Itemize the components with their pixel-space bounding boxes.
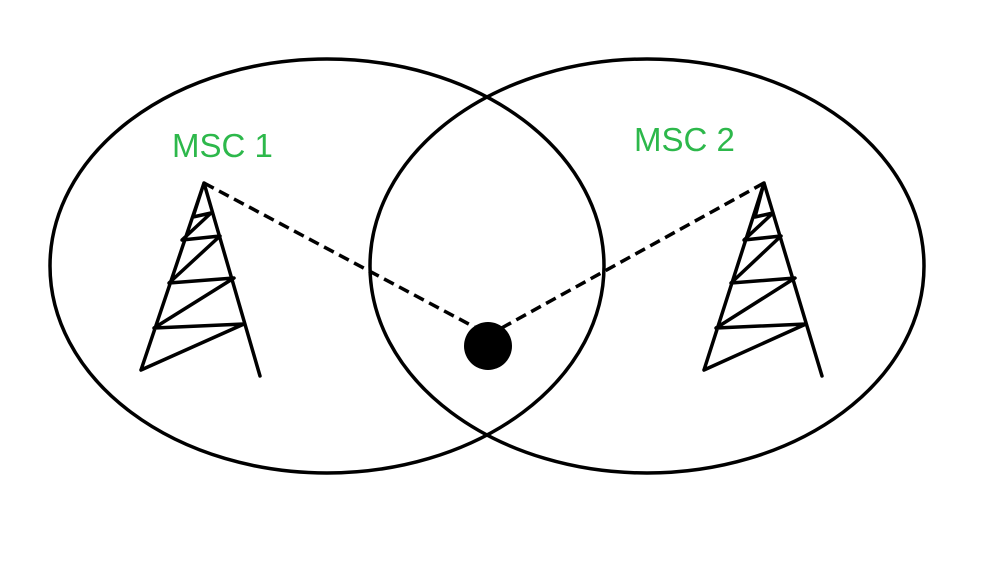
mobile-device-dot xyxy=(464,322,512,370)
msc1-signal-link xyxy=(203,181,481,332)
msc1-coverage-cell xyxy=(48,57,606,475)
msc1-label: MSC 1 xyxy=(172,127,273,164)
msc2-coverage-cell xyxy=(368,57,926,475)
msc2-tower-icon xyxy=(702,181,824,378)
msc2-label: MSC 2 xyxy=(634,121,735,158)
msc1-tower-icon xyxy=(139,181,262,378)
